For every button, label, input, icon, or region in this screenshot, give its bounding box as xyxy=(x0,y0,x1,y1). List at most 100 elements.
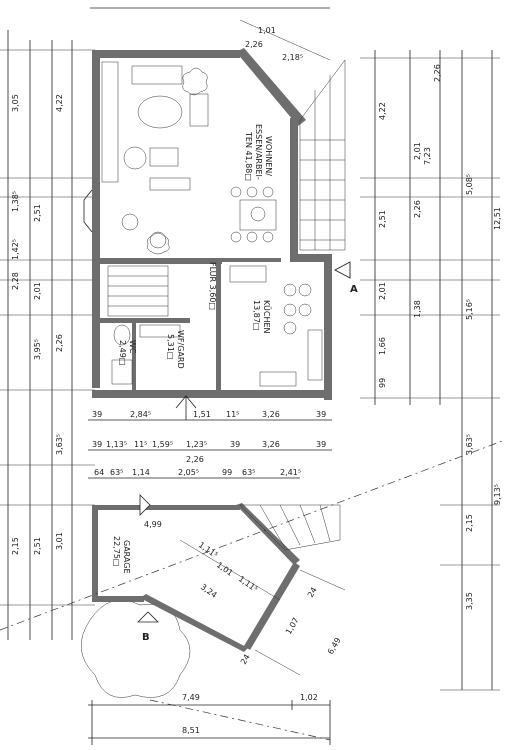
dim-row3-d: 2,26 xyxy=(186,455,204,464)
dim-garage-6: 24 xyxy=(306,586,319,599)
dim-right-6: 2,01 xyxy=(413,142,422,160)
dim-bottom-3: 8,51 xyxy=(182,726,200,735)
room-wfgard-line2: 5,31□ xyxy=(166,334,175,359)
furniture-living xyxy=(101,61,209,249)
dim-right-15: 2,15 xyxy=(465,514,474,532)
dim-row2-h: 39 xyxy=(316,440,326,449)
dim-row1-a: 39 xyxy=(92,410,102,419)
top-dimension-chain xyxy=(90,7,331,61)
dim-row2-b: 1,13⁵ xyxy=(106,440,127,449)
dim-row1-f: 39 xyxy=(316,410,326,419)
furniture-wc xyxy=(111,324,181,385)
horizontal-dimension-rows xyxy=(88,419,332,479)
dim-right-14: 3,63⁵ xyxy=(465,434,474,455)
dim-row2-g: 3,26 xyxy=(262,440,280,449)
tree-bottom xyxy=(80,599,191,698)
property-lines xyxy=(0,439,505,741)
dim-row2-c: 11⁵ xyxy=(134,440,147,449)
section-b-label: B xyxy=(142,632,150,643)
dim-right-5: 99 xyxy=(378,378,387,388)
dim-row3-e: 2,05⁵ xyxy=(178,468,199,477)
dim-row1-d: 11⁵ xyxy=(226,410,239,419)
dim-garage-4: 1,11⁵ xyxy=(237,574,259,593)
dim-right-10: 7,23 xyxy=(423,147,432,165)
dim-right-11: 5,08⁵ xyxy=(465,174,474,195)
left-dimension-chains xyxy=(0,30,95,640)
dim-left-10: 2,26 xyxy=(55,334,64,352)
dim-right-16: 3,35 xyxy=(465,592,474,610)
dim-right-7: 2,26 xyxy=(413,200,422,218)
dim-left-6: 2,01 xyxy=(33,282,42,300)
dim-right-17: 9,13⁵ xyxy=(493,484,502,505)
room-kitchen-line2: 13,87□ xyxy=(252,300,261,330)
dim-top-2: 2,26 xyxy=(245,40,263,49)
dim-row1-e: 3,26 xyxy=(262,410,280,419)
dim-garage-5: 3,24 xyxy=(199,582,219,600)
section-a-label: A xyxy=(350,284,358,295)
dim-right-9: 2,26 xyxy=(433,64,442,82)
dim-left-2: 1,38⁵ xyxy=(11,191,20,212)
house-outline xyxy=(92,48,332,400)
furniture-kitchen xyxy=(229,265,323,387)
bottom-dimension-chain xyxy=(88,700,331,745)
dim-row2-d: 1,59⁵ xyxy=(152,440,173,449)
room-living-line2: ESSEN/ARBEI- xyxy=(254,124,263,180)
dim-left-3: 1,42⁵ xyxy=(11,239,20,260)
dim-garage-1: 4,99 xyxy=(144,520,162,529)
dim-left-4: 2,28 xyxy=(11,272,20,290)
dim-row1-b: 2,84⁵ xyxy=(130,410,151,419)
dim-left-12: 2,51 xyxy=(33,537,42,555)
dim-garage-9: 24 xyxy=(239,653,252,666)
dim-row1-c: 1,51 xyxy=(193,410,211,419)
room-wc-line1: WC xyxy=(128,340,137,354)
dim-left-5: 2,51 xyxy=(33,204,42,222)
dim-left-11: 3,01 xyxy=(55,532,64,550)
dim-row3-g: 63⁵ xyxy=(242,468,255,477)
garage-dim-lines xyxy=(179,539,346,676)
stair-interior xyxy=(107,265,169,317)
dim-row3-f: 99 xyxy=(222,468,232,477)
dim-row3-a: 64 xyxy=(94,468,104,477)
dim-bottom-1: 7,49 xyxy=(182,693,200,702)
dim-row2-f: 39 xyxy=(230,440,240,449)
dim-bottom-2: 1,02 xyxy=(300,693,318,702)
dim-left-9: 4,22 xyxy=(55,94,64,112)
section-a-arrow xyxy=(334,261,351,279)
dim-row3-b: 63⁵ xyxy=(110,468,123,477)
tree-small xyxy=(147,232,170,255)
room-garage-line1: GARAGE xyxy=(122,540,131,574)
dim-left-1: 3,05 xyxy=(11,94,20,112)
room-wc-line2: 2,49□ xyxy=(118,340,127,365)
bay-window xyxy=(83,189,93,233)
garage-outline xyxy=(92,503,300,652)
dim-right-4: 1,66 xyxy=(378,337,387,355)
dim-right-13: 12,51 xyxy=(493,207,502,230)
room-living-line1: WOHNEN/ xyxy=(264,136,273,176)
section-b-arrow xyxy=(137,611,159,623)
room-garage-line2: 22,75□ xyxy=(112,536,121,566)
dim-right-12: 5,16⁵ xyxy=(465,299,474,320)
right-dimension-chains xyxy=(360,50,500,691)
dim-row2-a: 39 xyxy=(92,440,102,449)
dim-right-3: 2,01 xyxy=(378,282,387,300)
dim-left-8: 3,63⁵ xyxy=(55,434,64,455)
dim-right-1: 4,22 xyxy=(378,102,387,120)
room-kitchen-line1: KÜCHEN xyxy=(262,300,272,334)
dim-right-8: 1,38 xyxy=(413,300,422,318)
dim-left-7: 3,95⁵ xyxy=(33,339,42,360)
entrance-arrow xyxy=(175,395,197,420)
room-wfgard-line1: WF/GARD xyxy=(176,330,185,369)
garage-arrow xyxy=(139,494,151,516)
dim-garage-8: 6,49 xyxy=(326,636,343,656)
dining-table xyxy=(230,186,277,243)
dim-top-1: 1,01 xyxy=(258,26,276,35)
stair-top xyxy=(299,59,346,251)
dim-right-2: 2,51 xyxy=(378,210,387,228)
dim-left-13: 2,15 xyxy=(11,537,20,555)
room-living-line3: TEN 41,88□ xyxy=(244,131,253,181)
tree-top xyxy=(182,67,208,96)
garage-stair-hatch xyxy=(239,504,341,551)
dim-row3-h: 2,41⁵ xyxy=(280,468,301,477)
room-flur: FLUR 3,60□ xyxy=(208,262,217,310)
